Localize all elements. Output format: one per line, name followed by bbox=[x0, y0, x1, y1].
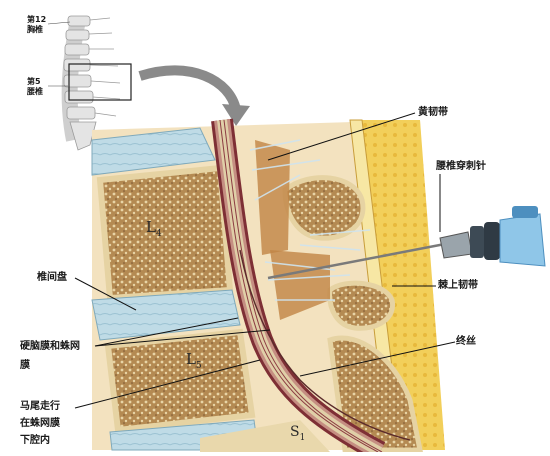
l4-letter: L bbox=[146, 218, 156, 236]
leader-lines bbox=[74, 112, 456, 409]
label-intervertebral-disc: 椎间盘 bbox=[37, 272, 67, 283]
label-dura-arachnoid: 硬脑膜和蛛网 膜 bbox=[20, 340, 80, 372]
cross-section bbox=[91, 118, 546, 456]
label-t12-line2: 胸椎 bbox=[27, 25, 43, 34]
label-lumbar-needle: 腰椎穿刺针 bbox=[436, 161, 486, 172]
label-vertebra-s1: S1 bbox=[290, 424, 305, 443]
l4-subscript: 4 bbox=[155, 229, 162, 239]
label-t12: 第12 胸椎 bbox=[27, 15, 46, 35]
label-filum-terminale: 终丝 bbox=[456, 336, 476, 347]
label-dura-arachnoid-line2: 膜 bbox=[20, 360, 30, 371]
label-cauda-line1: 马尾走行 bbox=[20, 401, 60, 412]
s1-subscript: 1 bbox=[299, 432, 306, 443]
vertebra-l4 bbox=[96, 164, 234, 302]
supraspinous-fat-band bbox=[360, 120, 445, 450]
needle-shaft bbox=[267, 242, 446, 280]
sacrum-s1 bbox=[200, 420, 330, 452]
label-cauda-line3: 下腔内 bbox=[20, 435, 50, 446]
disc-l4-l5 bbox=[91, 289, 241, 341]
label-ligamentum-flavum: 黄韧带 bbox=[418, 107, 448, 118]
cauda-equina bbox=[219, 119, 383, 453]
label-vertebra-l5: L5 bbox=[186, 350, 202, 371]
spinous-process-lower bbox=[327, 280, 395, 331]
label-vertebra-l4: L4 bbox=[146, 218, 162, 239]
subarachnoid-space bbox=[217, 119, 383, 456]
label-l5-line1: 第5 bbox=[27, 77, 41, 86]
l5-letter: L bbox=[186, 350, 196, 368]
needle-hub bbox=[439, 206, 546, 267]
s1-letter: S bbox=[290, 424, 300, 440]
spine-inset bbox=[47, 15, 132, 151]
zoom-arrow bbox=[138, 65, 241, 112]
zoom-arrow-head bbox=[222, 104, 250, 126]
lamina-lower bbox=[327, 335, 424, 453]
label-dura-arachnoid-line1: 硬脑膜和蛛网 bbox=[20, 341, 80, 352]
spinous-process-upper bbox=[282, 175, 366, 241]
label-l5-line2: 腰椎 bbox=[27, 87, 43, 96]
label-cauda-line2: 在蛛网膜 bbox=[20, 418, 60, 429]
disc-upper bbox=[91, 127, 216, 176]
filum-terminale bbox=[239, 249, 411, 441]
l5-subscript: 5 bbox=[195, 361, 202, 371]
label-supraspinous-ligament: 棘上韧带 bbox=[438, 280, 478, 291]
label-l5-inset: 第5 腰椎 bbox=[27, 77, 43, 97]
label-cauda-equina: 马尾走行 在蛛网膜 下腔内 bbox=[20, 400, 60, 447]
inset-highlight-box bbox=[68, 63, 132, 101]
label-t12-line1: 第12 bbox=[27, 15, 47, 24]
